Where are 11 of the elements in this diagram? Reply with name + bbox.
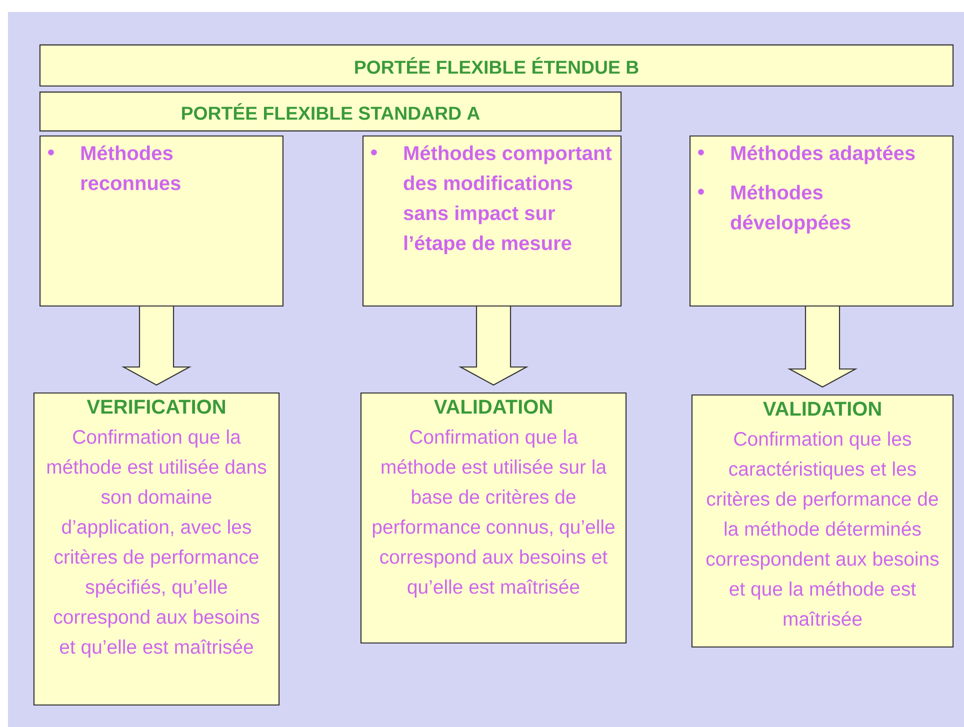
method-box: Méthodes adaptées Méthodes développées <box>690 135 954 307</box>
block-arrow <box>121 305 192 386</box>
result-box: VALIDATION Confirmation que la méthode est utilisée sur la base de critères de performance connus, qu’elle correspond aux besoins et qu’elle est maîtrisée <box>360 392 627 644</box>
method-box: Méthodes reconnues <box>40 135 284 307</box>
block-arrow <box>458 305 529 386</box>
scope-band: PORTÉE FLEXIBLE STANDARD A <box>39 92 622 132</box>
method-box: Méthodes comportant des modifications sans impact sur l’étape de mesure <box>362 135 622 307</box>
block-arrow <box>787 305 858 388</box>
result-box: VALIDATION Confirmation que les caractéristiques et les critères de performance de la méthode déterminés correspondent aux besoins et que la méthode est maîtrisée <box>691 394 954 648</box>
result-box: VERIFICATION Confirmation que la méthode est utilisée dans son domaine d’application, avec les critères de performance spécifiés, qu’elle correspond aux besoins et qu’elle est maîtrisée <box>33 392 280 706</box>
scope-band: PORTÉE FLEXIBLE ÉTENDUE B <box>39 44 954 87</box>
